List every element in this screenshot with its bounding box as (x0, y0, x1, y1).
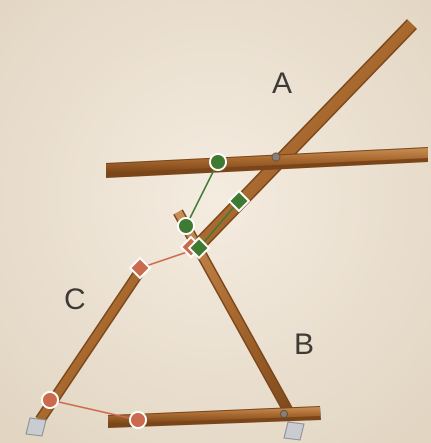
red-circle-marker-left (41, 391, 59, 409)
green-circle-marker-lower (177, 217, 195, 235)
pivot-a (271, 152, 281, 162)
clamp-right (283, 421, 305, 441)
bar-bottom (108, 406, 321, 428)
clamp-left (25, 417, 47, 437)
label-part-b: B (294, 328, 315, 361)
pivot-b (280, 410, 288, 418)
green-link-2 (198, 200, 240, 249)
label-part-c: C (64, 283, 86, 316)
green-diamond-marker-joint (187, 236, 211, 260)
red-link-2 (49, 399, 139, 421)
red-circle-marker-bottom (129, 411, 147, 429)
label-part-a: A (272, 67, 293, 100)
green-circle-marker-upper (209, 153, 227, 171)
green-diamond-marker-upper (227, 189, 251, 213)
green-link-1 (185, 161, 219, 227)
red-diamond-marker-left (128, 256, 152, 280)
bar-a-horizontal (106, 147, 428, 178)
